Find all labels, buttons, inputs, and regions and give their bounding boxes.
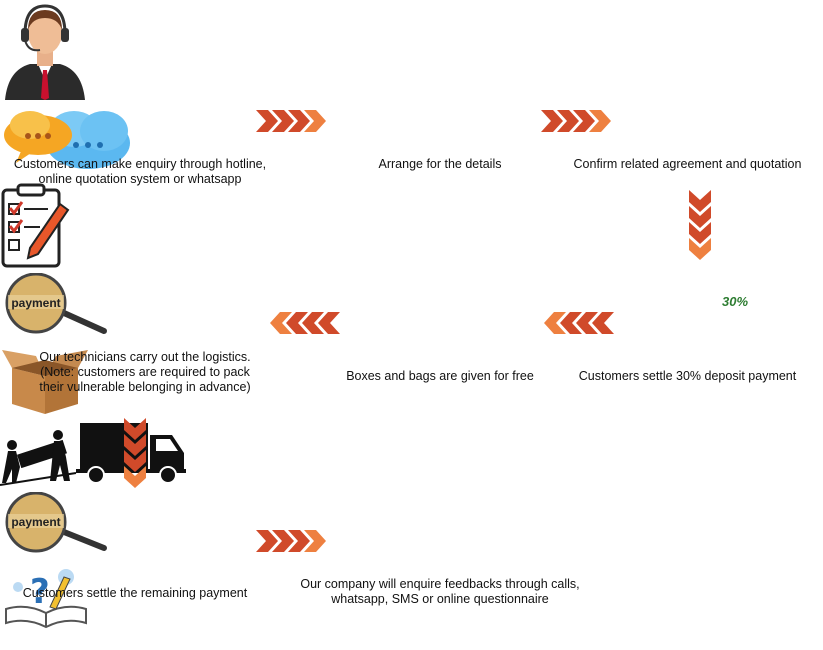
payment-magnifier-icon: payment [0,492,110,558]
percent-badge: 30% [722,294,748,309]
payment-text: payment [11,296,60,310]
step-agreement-label: Confirm related agreement and quotation [565,157,810,172]
arrow-right-icon [256,108,330,134]
step-enquiry-label: Customers can make enquiry through hotli… [5,157,275,187]
step-feedback-label: Our company will enquire feedbacks throu… [290,577,590,607]
step-boxes-label: Boxes and bags are given for free [330,369,550,384]
step-logistics-label: Our technicians carry out the logistics.… [15,350,275,395]
moving-truck-icon [0,421,190,487]
arrow-down-icon [687,190,713,264]
step-enquiry: Customers can make enquiry through hotli… [0,0,823,105]
step-remaining: payment Customers settle the remaining p… [0,492,823,563]
step-details-label: Arrange for the details [330,157,550,172]
payment-magnifier-icon: payment [0,273,110,339]
headset-agent-icon [0,0,90,100]
arrow-left-icon [266,310,340,336]
step-remaining-label: Customers settle the remaining payment [10,586,260,601]
arrow-right-icon [256,528,330,554]
step-deposit: payment 30% Customers settle 30% deposit… [0,273,823,344]
clipboard-checklist-icon [0,182,70,268]
arrow-left-icon [540,310,614,336]
arrow-right-icon [541,108,615,134]
step-deposit-label: Customers settle 30% deposit payment [565,369,810,384]
arrow-down-icon [122,418,148,492]
payment-text: payment [11,515,60,529]
